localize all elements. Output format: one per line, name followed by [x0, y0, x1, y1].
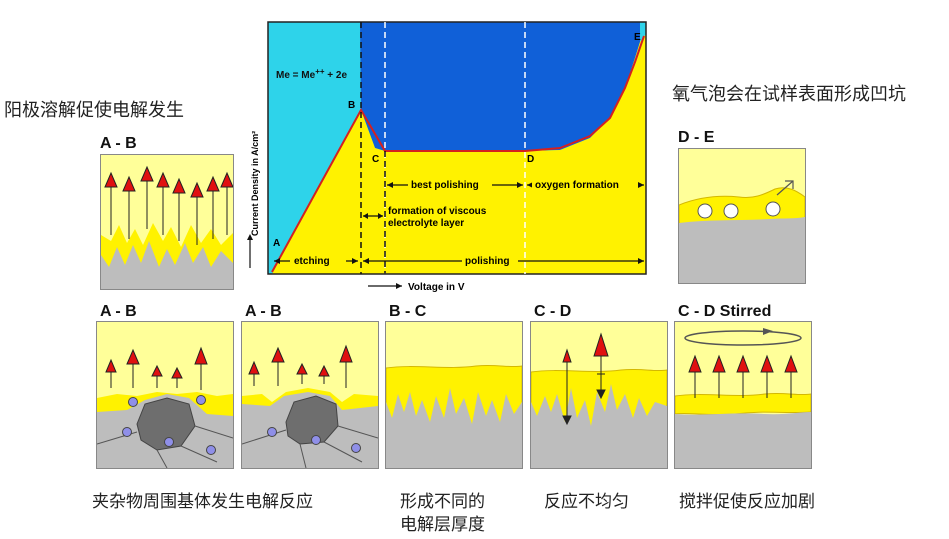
point-label-a: A [273, 238, 280, 249]
panel-label-bottom-5: C - D Stirred [678, 303, 772, 320]
panel-top-right-de [678, 148, 806, 284]
panel-bottom-3-bc [385, 321, 523, 469]
panel-bottom-2-ab [241, 321, 379, 469]
point-label-d: D [527, 154, 534, 165]
caption-top-right: 氧气泡会在试样表面形成凹坑 [672, 84, 906, 105]
polishing-label: polishing [465, 256, 509, 267]
current-voltage-curve [271, 35, 645, 273]
caption-top-left: 阳极溶解促使电解发生 [4, 100, 184, 121]
panel-label-bottom-2: A - B [245, 303, 282, 320]
panel-label-bottom-1: A - B [100, 303, 137, 320]
etching-label: etching [294, 256, 330, 267]
caption-bottom-3: 反应不均匀 [544, 492, 629, 512]
point-label-e: E [634, 32, 641, 43]
point-label-b: B [348, 100, 355, 111]
oxygen-bubble [697, 203, 713, 219]
oxygen-bubble [765, 201, 781, 217]
panel-label-bottom-4: C - D [534, 303, 572, 320]
caption-bottom-4: 搅拌促使反应加剧 [679, 492, 815, 512]
panel-label-top-left: A - B [100, 135, 137, 152]
best-polishing-label: best polishing [411, 180, 479, 191]
caption-bottom-2-line2: 电解层厚度 [400, 515, 485, 535]
dissolution-equation: Me = Me++ + 2e [276, 67, 347, 81]
panel-label-top-right: D - E [678, 129, 715, 146]
x-axis-label: Voltage in V [408, 282, 465, 293]
upward-arrows [104, 165, 233, 245]
blue-region [360, 22, 640, 151]
panel-bottom-1-ab [96, 321, 234, 469]
point-label-c: C [372, 154, 379, 165]
panel-bottom-4-cd [530, 321, 668, 469]
panel-top-left-ab [100, 154, 234, 290]
viscous-layer-label-2: electrolyte layer [388, 218, 464, 229]
oxygen-bubble [723, 203, 739, 219]
y-axis-label: Current Density in A/cm² [250, 131, 260, 236]
oxygen-formation-label: oxygen formation [535, 180, 619, 191]
yellow-region [272, 34, 646, 274]
caption-bottom-1: 夹杂物周围基体发生电解反应 [92, 492, 313, 512]
polishing-curve-diagram: A B C D E Me = Me++ + 2e Current Density… [247, 21, 647, 293]
viscous-layer-label-1: formation of viscous [388, 206, 487, 217]
stirring-motion-icon [684, 330, 802, 346]
panel-label-bottom-3: B - C [389, 303, 427, 320]
caption-bottom-2-line1: 形成不同的 [400, 492, 485, 512]
panel-bottom-5-cd-stirred [674, 321, 812, 469]
